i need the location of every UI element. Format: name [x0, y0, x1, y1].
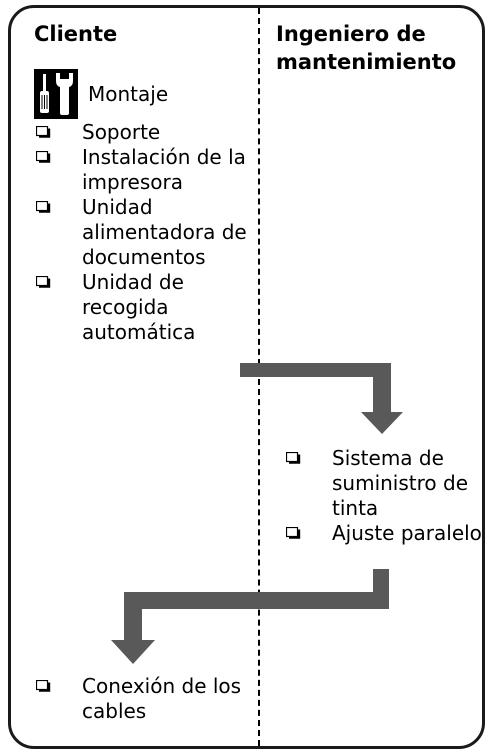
- checklist-item-label: Instalación de la impresora: [82, 145, 246, 194]
- checklist-item-label: Soporte: [82, 120, 161, 144]
- arrow-to-client: [111, 569, 389, 664]
- checklist-item-label: Ajuste paralelo: [332, 521, 482, 545]
- checkbox-icon: [286, 452, 301, 464]
- checkbox-icon: [286, 527, 301, 539]
- column-title-client: Cliente: [34, 22, 118, 46]
- checklist-item: Sistema de suministro de tinta: [286, 446, 486, 521]
- arrow-to-engineer: [240, 363, 403, 434]
- wrench-screwdriver-icon: [34, 69, 78, 119]
- client-checklist: Soporte Instalación de la impresora Unid…: [36, 120, 261, 345]
- final-checklist: Conexión de los cables: [36, 674, 261, 724]
- checkbox-icon: [36, 151, 51, 163]
- engineer-checklist: Sistema de suministro de tinta Ajuste pa…: [286, 446, 486, 546]
- checklist-item: Conexión de los cables: [36, 674, 261, 724]
- checklist-item: Ajuste paralelo: [286, 521, 486, 546]
- checklist-item-label: Conexión de los cables: [82, 674, 242, 723]
- flow-frame: [8, 5, 485, 749]
- checklist-item-label: Unidad alimentadora de documentos: [82, 195, 247, 269]
- checklist-item: Unidad alimentadora de documentos: [36, 195, 261, 270]
- checklist-item-label: Unidad de recogida automática: [82, 270, 196, 344]
- stage-label: Montaje: [88, 82, 169, 106]
- stage-montaje: Montaje: [34, 68, 168, 120]
- checkbox-icon: [36, 201, 51, 213]
- checkbox-icon: [36, 680, 51, 692]
- checklist-item: Unidad de recogida automática: [36, 270, 261, 345]
- column-title-engineer: Ingeniero de mantenimiento: [276, 22, 457, 74]
- checklist-item-label: Sistema de suministro de tinta: [332, 446, 469, 520]
- checklist-item: Instalación de la impresora: [36, 145, 261, 195]
- checkbox-icon: [36, 126, 51, 138]
- checklist-item: Soporte: [36, 120, 261, 145]
- checkbox-icon: [36, 276, 51, 288]
